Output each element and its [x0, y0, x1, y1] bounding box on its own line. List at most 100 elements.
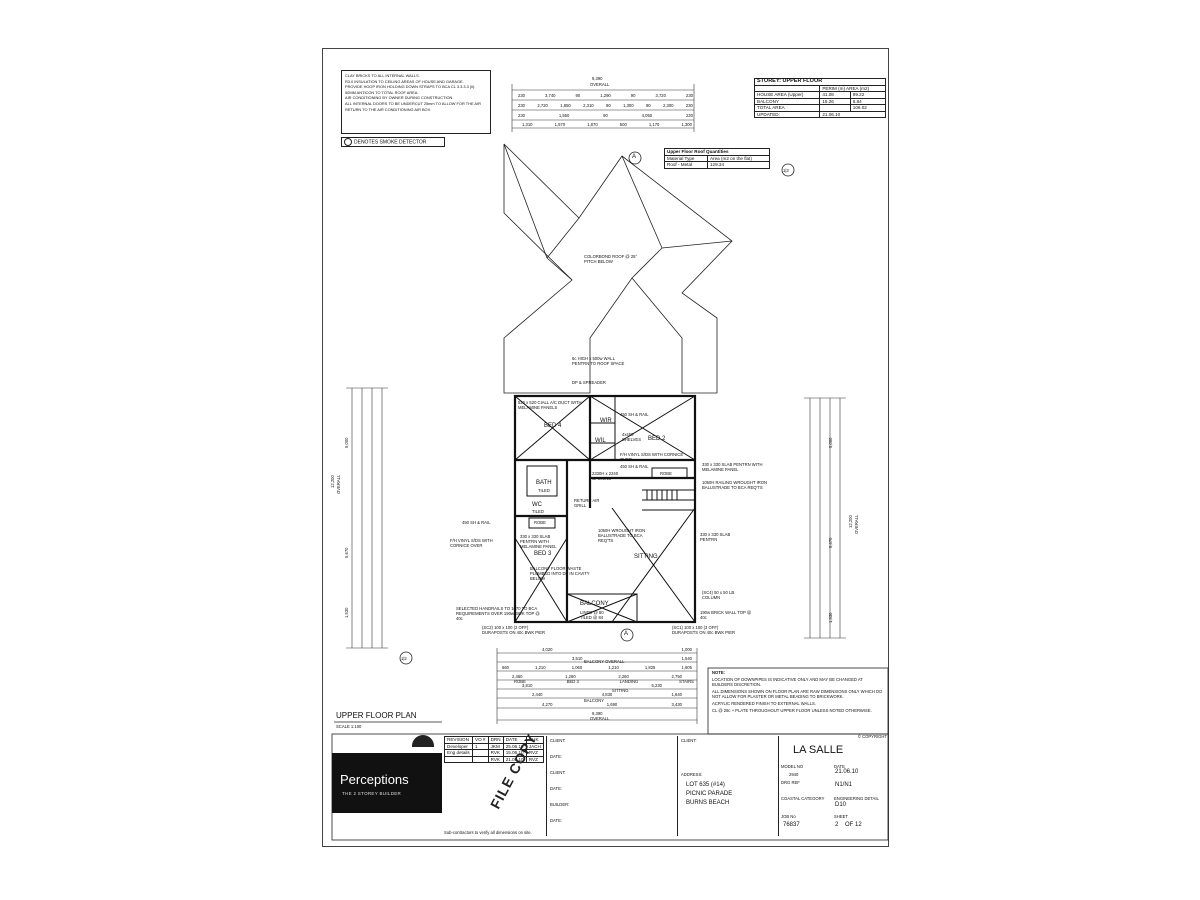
storey-col-header: PERIM (m) AREA (m2)	[819, 84, 886, 92]
bottom-overall-dim: 9,390	[592, 711, 603, 716]
right-overall-label: OVERALL	[854, 514, 859, 534]
drg-label: DRG REF	[781, 780, 800, 785]
rev-cell: Developer	[444, 742, 473, 750]
room-sitting: SITTING	[634, 554, 658, 560]
address-label: ADDRESS:	[681, 772, 703, 777]
general-notes: CLAY BRICKS TO ALL INTERNAL WALLS. R3.0 …	[341, 70, 491, 134]
dim-value: 500	[619, 122, 627, 127]
slab-pentrn-note-1: 330 x 330 SLAB PENTRN WITH MELAMINE PANE…	[702, 462, 763, 472]
note-2: R3.0 INSULATION TO CEILING AREAS OF HOUS…	[345, 78, 464, 84]
rev-cell	[472, 755, 489, 763]
total-area-value: 106.02	[849, 104, 887, 112]
sheet-border	[322, 48, 889, 847]
sh-rail-note-2: 450 SH & RAIL	[620, 464, 649, 469]
dim-value: 2,460	[512, 674, 523, 679]
duraposts-note-1: (SC2) 100 x 100 (2 OFF) DURAPOSTS ON 40c…	[482, 625, 546, 635]
dim-value: 4,270	[542, 702, 553, 707]
opening-note: 2330H x 2240 OPENING	[592, 471, 619, 481]
handrails-note: SELECTED HANDRAILS TO 1070 TO BCA REQUIR…	[456, 606, 540, 621]
dim-value: 3,720	[655, 93, 666, 98]
storey-area-table: STOREY: UPPER FLOOR PERIM (m) AREA (m2) …	[753, 78, 887, 118]
rev-cell: JKM	[487, 742, 504, 750]
client-label-1: CLIENT:	[550, 738, 566, 743]
room-bath: BATH	[536, 480, 552, 486]
model-no-label: MODEL NO	[781, 764, 804, 769]
dim-value: 230	[685, 103, 693, 108]
section-12-label: 1|2	[401, 656, 407, 661]
dim-label: BED 3	[566, 679, 579, 684]
colorbond-note: COLORBOND ROOF @ 25° PITCH BELOW	[584, 254, 638, 264]
left-dim-2: 5,670	[344, 547, 349, 558]
sh-rail-note-3: 450 SH & RAIL	[462, 520, 491, 525]
right-dim-1: 1,530	[828, 612, 833, 623]
dim-value: 90	[603, 113, 608, 118]
room-robe: ROBE	[534, 520, 546, 525]
dim-value: 1,210	[608, 665, 619, 670]
rev-cell: JACH	[525, 742, 545, 750]
dim-value: 1,690	[606, 702, 618, 707]
dim-value: 90	[606, 103, 611, 108]
brick-wall-note: 190w BRICK WALL TOP @ 40c	[700, 610, 752, 620]
dim-value: 1,605	[681, 665, 692, 670]
job-label: JOB No	[781, 814, 796, 819]
builder-label: BUILDER:	[550, 802, 570, 807]
dim-value: 2,310	[583, 103, 594, 108]
date-label-3: DATE:	[550, 818, 563, 823]
house-name: LA SALLE	[793, 744, 844, 756]
section-13-marker	[781, 163, 795, 177]
left-overall-label: OVERALL	[336, 474, 341, 494]
dim-value: 90	[630, 93, 636, 98]
dim-value: 90	[645, 103, 651, 108]
section-12-marker	[399, 651, 413, 665]
room-bed2: BED 2	[648, 436, 666, 442]
bottom-dim-row7: 4,270 1,690 3,430	[542, 702, 682, 707]
roof-outline	[503, 143, 733, 394]
fh-vinyl-note-2: F/H VINYL S/DS WITH CORNICE OVER	[450, 538, 493, 548]
storey-blank	[753, 84, 821, 92]
dim-value: 230	[518, 93, 525, 98]
note-1: CLAY BRICKS TO ALL INTERNAL WALLS.	[345, 73, 420, 78]
dim-value: 2,720	[537, 103, 548, 108]
note-5: AIR CONDITIONING BY OWNER DURING CONSTRU…	[345, 95, 454, 101]
room-robe2: ROBE	[660, 471, 672, 476]
dim-value: 1,300	[681, 122, 692, 127]
sh-rail-note-1: 450 SH & RAIL	[620, 412, 649, 417]
bottom-dim-label-sitting: SITTING	[612, 688, 629, 693]
note-3: PROVIDE HOOP IRON HOLDING DOWN STRAPS TO…	[345, 84, 476, 90]
top-overall-dim: 9,390	[592, 76, 603, 81]
logo-name: Perceptions	[340, 772, 409, 787]
dim-value: 1,870	[587, 122, 598, 127]
smoke-detector-label: DENOTES SMOKE DETECTOR	[354, 139, 427, 146]
date-label-2: DATE:	[550, 786, 563, 791]
dim-value: 2,300	[663, 103, 674, 108]
dim-value: 1,640	[671, 692, 682, 697]
bottom-dim-labels: BALCONY OVERALL	[584, 659, 744, 664]
top-overall-label: OVERALL	[590, 82, 610, 87]
drawing-sheet: CLAY BRICKS TO ALL INTERNAL WALLS. R3.0 …	[322, 48, 892, 848]
address-block: CLIENT: ADDRESS: LOT 635 (#14) PICNIC PA…	[677, 736, 778, 836]
note-4: 50MM ANTICON TO TOTAL ROOF AREA.	[345, 89, 419, 95]
dim-value: 230	[518, 113, 525, 118]
right-dimension-lines	[804, 397, 846, 639]
rev-cell: RVK	[487, 749, 504, 757]
bottom-note-2: ALL DIMENSIONS SHOWN ON FLOOR PLAN ARE R…	[712, 689, 883, 699]
dim-value: 1,550	[558, 113, 570, 118]
dim-value: 1,570	[554, 122, 566, 127]
dim-value: 4,020	[542, 647, 553, 652]
dim-value: 3,430	[671, 702, 682, 707]
dp-spreader-note: DP & SPREADER	[572, 380, 606, 385]
plan-title: UPPER FLOOR PLAN	[336, 711, 417, 720]
subcontractors-note: Sub-contractors to verify all dimensions…	[444, 830, 532, 835]
address-line-3: BURNS BEACH	[686, 800, 730, 806]
room-balcony-sub: LINED @ 80 TILED @ 84	[580, 610, 604, 620]
room-wir: WIR	[600, 418, 612, 424]
dim-value: 5,230	[651, 683, 662, 688]
dim-value: 2,260	[618, 674, 629, 679]
rev-head: REVISION	[444, 736, 473, 744]
date-label: DATE	[834, 764, 845, 769]
sheet-total: OF 12	[845, 822, 862, 828]
dim-value: 4,830	[601, 692, 613, 697]
return-air-note: RETURN AIR GRILL	[574, 498, 600, 508]
